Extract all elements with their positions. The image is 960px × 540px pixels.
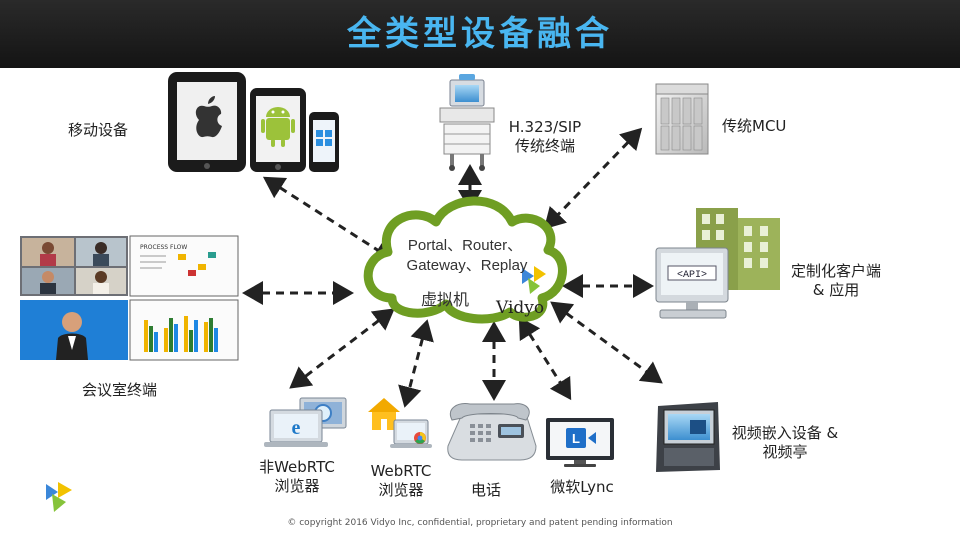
cloud-virtual-label: 虚拟机 <box>420 292 469 309</box>
cloud-services-line1: Portal、Router、 <box>407 237 523 254</box>
label-room: 会议室终端 <box>82 381 158 399</box>
label-embedded: 视频嵌入设备 & 视频亭 <box>722 424 848 462</box>
svg-text:L: L <box>572 431 580 446</box>
label-non-webrtc-line2: 浏览器 <box>274 477 320 495</box>
arrow-lync <box>518 316 572 401</box>
label-phone: 电话 <box>470 481 501 499</box>
vidyo-corner-logo-icon <box>46 482 72 512</box>
label-mobile: 移动设备 <box>68 121 129 139</box>
svg-text:e: e <box>292 417 301 439</box>
cloud-shape <box>363 196 567 324</box>
page-title: 全类型设备融合 <box>347 14 613 54</box>
webrtc-browser-icon <box>368 398 432 448</box>
label-custom-line2: & 应用 <box>812 281 860 299</box>
label-mcu: 传统MCU <box>722 117 787 135</box>
label-webrtc-line1: WebRTC <box>370 462 432 480</box>
label-h323-line2: 传统终端 <box>514 137 575 155</box>
mobile-devices-icon <box>168 72 339 172</box>
label-non-webrtc: 非WebRTC 浏览器 <box>258 458 336 496</box>
room-slide-title: PROCESS FLOW <box>140 244 187 251</box>
h323-terminal-icon <box>439 74 495 171</box>
label-h323-line1: H.323/SIP <box>508 118 582 136</box>
embedded-kiosk-icon <box>656 402 720 472</box>
lync-icon: L <box>546 418 614 467</box>
label-custom: 定制化客户端 & 应用 <box>782 262 890 300</box>
label-lync: 微软Lync <box>550 478 614 496</box>
custom-client-icon <box>655 208 780 319</box>
label-webrtc-line2: 浏览器 <box>378 481 424 499</box>
api-text: <API> <box>677 270 707 281</box>
cloud-brand: Vidyo <box>496 298 545 318</box>
label-h323: H.323/SIP 传统终端 <box>500 118 590 156</box>
cloud-services-line2: Gateway、Replay <box>406 257 528 274</box>
title-bar <box>0 0 960 68</box>
arrow-mcu <box>543 127 643 230</box>
arrow-mobile <box>262 176 396 262</box>
arrow-non-webrtc <box>289 308 395 389</box>
vidyo-logo-icon <box>522 266 546 294</box>
mcu-server-icon <box>655 83 709 155</box>
copyright-footer: © copyright 2016 Vidyo Inc, confidential… <box>287 518 673 528</box>
label-embedded-line2: 视频亭 <box>762 443 808 461</box>
label-custom-line1: 定制化客户端 <box>790 262 881 280</box>
conference-room-terminal-icon <box>20 235 239 361</box>
label-webrtc: WebRTC 浏览器 <box>364 462 438 500</box>
phone-icon <box>447 403 537 461</box>
non-webrtc-browser-icon: e <box>264 397 347 447</box>
label-embedded-line1: 视频嵌入设备 & <box>731 424 839 442</box>
arrow-embedded <box>550 301 663 384</box>
label-non-webrtc-line1: 非WebRTC <box>259 458 335 476</box>
arrow-webrtc <box>398 319 434 408</box>
